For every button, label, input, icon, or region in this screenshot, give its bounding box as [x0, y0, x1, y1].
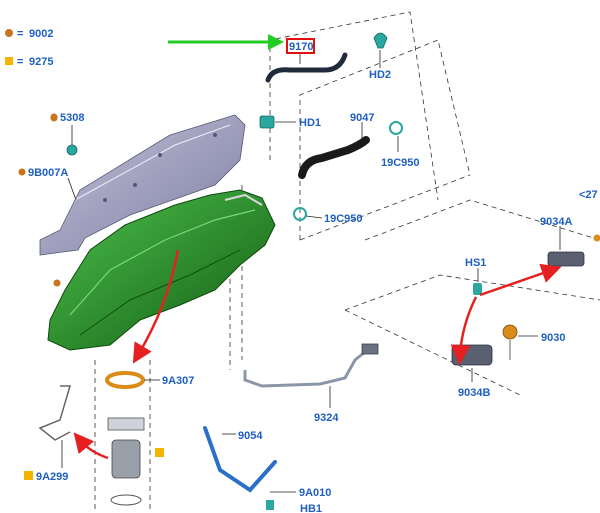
red-arrows [73, 249, 562, 460]
unit-9034a-part [547, 251, 585, 267]
sender-9a299-part [38, 385, 72, 441]
label-hb1: HB1 [300, 503, 322, 513]
unit-27-circle-icon [593, 234, 600, 242]
pump-square-icon [155, 448, 164, 457]
label-9324: 9324 [314, 412, 339, 424]
line-9324-part [243, 343, 379, 388]
label-27: <27 [579, 189, 598, 201]
clip-5308 [66, 144, 78, 156]
hose-9170-part [265, 52, 348, 83]
legend-equals-2: = [17, 56, 23, 68]
heat-shield-part [39, 114, 246, 256]
label-19c950-upper: 19C950 [381, 157, 420, 169]
label-9170: 9170 [289, 41, 313, 53]
label-9030: 9030 [541, 332, 565, 344]
hose-9047-part [298, 136, 370, 179]
connector-hs1-part [473, 283, 482, 295]
unit-9034b-part [451, 344, 493, 366]
legend-circle-code: 9002 [29, 28, 53, 40]
legend-square-code: 9275 [29, 56, 53, 68]
legend-circle-icon [5, 29, 13, 37]
clamp-hd2-part [373, 32, 388, 49]
fuel-tank-part [47, 189, 276, 351]
label-hd1: HD1 [299, 117, 321, 129]
cap-9030-part [502, 324, 518, 360]
label-9047: 9047 [350, 112, 374, 124]
legend-equals-1: = [17, 28, 23, 40]
legend: = 9002 = 9275 [5, 28, 53, 68]
label-hd2: HD2 [369, 69, 391, 81]
pump-module-part [105, 371, 145, 506]
label-9034a: 9034A [540, 216, 572, 228]
legend-square-icon [5, 57, 13, 65]
label-5308: 5308 [60, 112, 84, 124]
connector-hd1-part [259, 115, 275, 129]
label-hs1: HS1 [465, 257, 486, 269]
label-9034b: 9034B [458, 387, 490, 399]
clamp-19c950-upper [389, 121, 403, 135]
bracket-9054-part [203, 426, 277, 493]
label-9b007a: 9B007A [28, 167, 68, 179]
fastener-9b007a-icon [18, 168, 26, 176]
fastener-circle-icon [53, 279, 61, 287]
dashed-guides [94, 11, 600, 513]
label-9a010: 9A010 [299, 487, 331, 499]
highlight-9170 [286, 38, 315, 54]
connector-9a010-part [266, 500, 274, 510]
label-9054: 9054 [238, 430, 263, 442]
label-9a299: 9A299 [36, 471, 68, 483]
label-9a299-square-icon [24, 471, 33, 480]
label-19c950-lower: 19C950 [324, 213, 363, 225]
clamp-19c950-lower [293, 207, 307, 221]
label-9a307: 9A307 [162, 375, 194, 387]
label-5308-circle-icon [50, 113, 58, 121]
green-arrow-icon [168, 34, 284, 50]
leader-lines [61, 50, 561, 493]
